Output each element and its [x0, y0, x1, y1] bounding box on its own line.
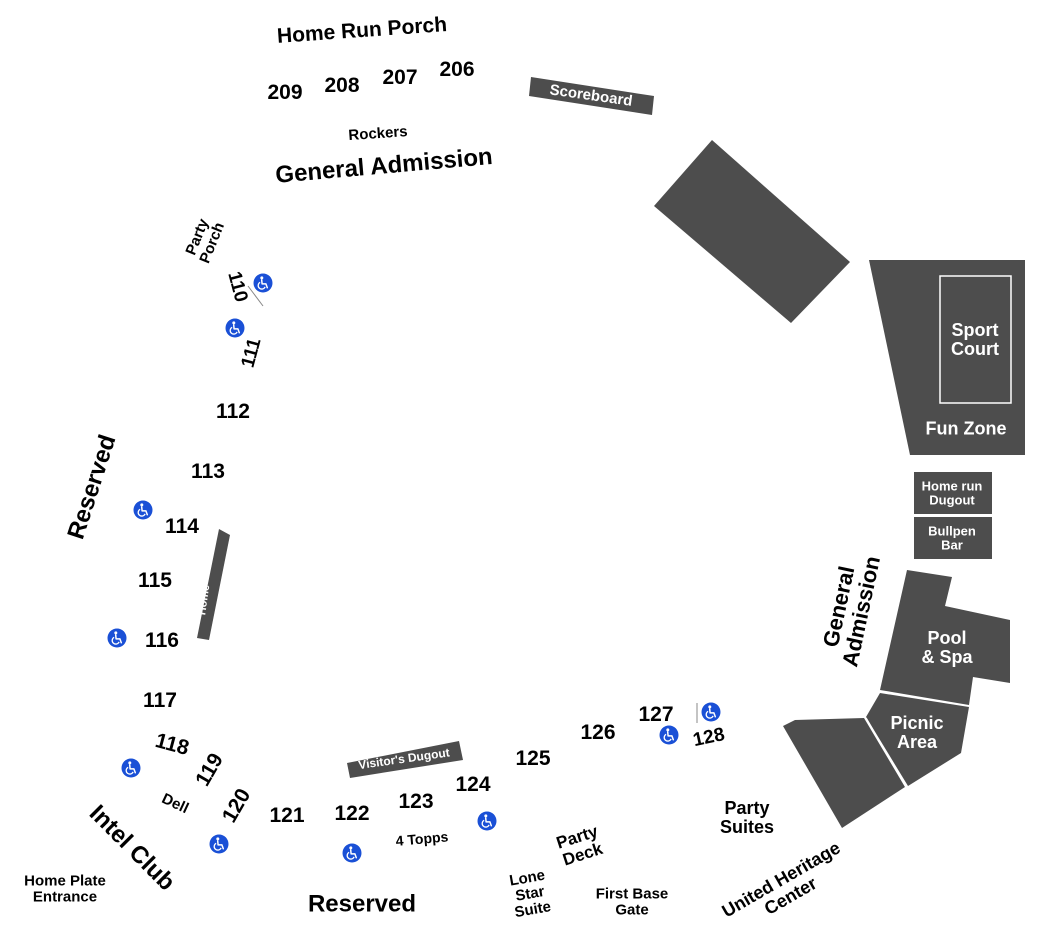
wheelchair-icon — [209, 834, 229, 854]
section-207[interactable]: 207 — [382, 65, 418, 89]
visitors-dugout-structure — [347, 741, 463, 778]
wheelchair-icon — [342, 843, 362, 863]
section-124[interactable]: 124 — [455, 772, 491, 796]
section-126[interactable]: 126 — [580, 720, 616, 744]
wheelchair-icon — [701, 702, 721, 722]
wheelchair-icon — [477, 811, 497, 831]
section-121[interactable]: 121 — [269, 803, 305, 827]
wheelchair-icon — [225, 318, 245, 338]
lone-star-suite-label[interactable]: Lone Star Suite — [508, 866, 553, 921]
pool-spa-label[interactable]: Pool & Spa — [921, 628, 973, 667]
section-115[interactable]: 115 — [138, 568, 172, 592]
wheelchair-icon — [133, 500, 153, 520]
wheelchair-icon — [659, 725, 679, 745]
party-suites-label[interactable]: Party Suites — [719, 798, 775, 837]
fun-zone-structure — [869, 260, 1025, 455]
section-123[interactable]: 123 — [398, 789, 434, 813]
section-114[interactable]: 114 — [165, 514, 199, 538]
reserved-bottom-label[interactable]: Reserved — [307, 890, 417, 918]
home-run-dugout-label[interactable]: Home run Dugout — [921, 478, 983, 507]
fun-zone-label[interactable]: Fun Zone — [925, 418, 1007, 439]
bullpen-bar-structure — [914, 517, 992, 559]
pool-spa-structure — [880, 570, 1010, 705]
home-run-dugout-structure — [914, 472, 992, 514]
sport-court-label: Sport Court — [951, 320, 999, 359]
section-113[interactable]: 113 — [191, 459, 225, 483]
bullpen-bar-label[interactable]: Bullpen Bar — [928, 523, 976, 552]
sport-court-outline — [939, 275, 1012, 404]
picnic-area-structure — [866, 693, 969, 786]
wheelchair-icon — [107, 628, 127, 648]
section-209[interactable]: 209 — [267, 80, 303, 104]
wheelchair-icon — [121, 758, 141, 778]
section-125[interactable]: 125 — [515, 746, 551, 770]
scoreboard-structure — [529, 77, 654, 115]
section-116[interactable]: 116 — [145, 628, 179, 652]
outfield-block — [654, 140, 850, 323]
picnic-area-label[interactable]: Picnic Area — [890, 713, 944, 752]
section-127[interactable]: 127 — [638, 702, 674, 726]
section-117[interactable]: 117 — [143, 688, 177, 712]
section-206[interactable]: 206 — [439, 57, 475, 81]
home-plate-entrance-label: Home Plate Entrance — [24, 872, 106, 905]
united-heritage-block — [783, 718, 905, 828]
home-dugout-structure — [197, 529, 230, 640]
section-208[interactable]: 208 — [324, 73, 360, 97]
first-base-gate-label: First Base Gate — [595, 885, 669, 918]
section-122[interactable]: 122 — [334, 801, 370, 825]
section-112[interactable]: 112 — [216, 399, 250, 423]
wheelchair-icon — [253, 273, 273, 293]
